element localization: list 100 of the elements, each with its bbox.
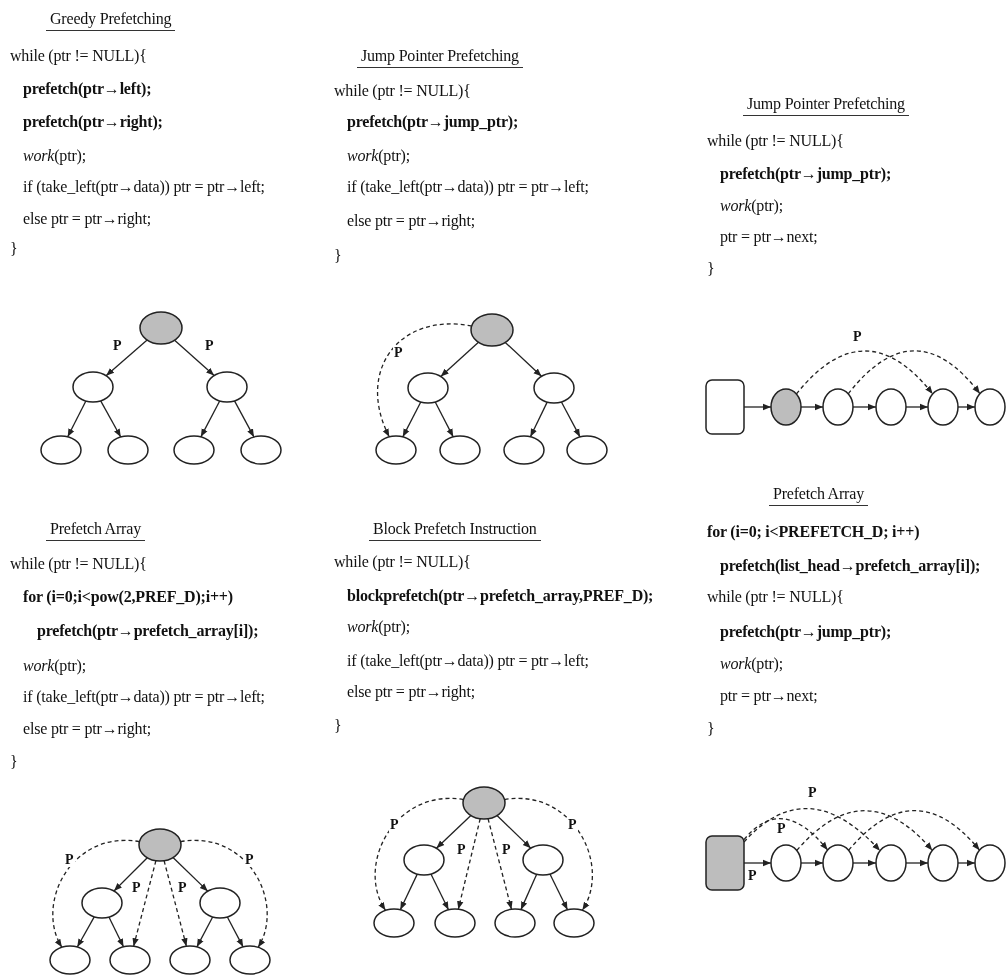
arrow (196, 916, 214, 948)
code-line: while (ptr != NULL){ (707, 131, 844, 151)
arrow (67, 400, 87, 438)
edge-label: P (776, 822, 787, 836)
arrow (520, 873, 538, 911)
list-node (974, 388, 1006, 426)
tree-node (462, 786, 506, 820)
tree-node (109, 945, 151, 975)
code-line: prefetch(ptr→jump_ptr); (347, 112, 519, 132)
tree-node (533, 372, 575, 404)
list-node (875, 388, 907, 426)
tree-node (169, 945, 211, 975)
code-line: if (take_left(ptr→data)) ptr = ptr→left; (23, 687, 265, 707)
code-line: } (334, 716, 342, 736)
tree-node (494, 908, 536, 938)
edge-label: P (807, 786, 818, 800)
tree-node (375, 435, 417, 465)
tree-node (434, 908, 476, 938)
tree-node (81, 887, 123, 919)
tree-node (439, 435, 481, 465)
code-line: work(ptr); (23, 146, 86, 166)
tree-node (40, 435, 82, 465)
code-line: prefetch(ptr→right); (23, 112, 163, 132)
arrow (226, 916, 244, 948)
panel-title: Block Prefetch Instruction (369, 519, 541, 541)
code-line: } (334, 246, 342, 266)
list-head-box (705, 379, 745, 435)
arrow (399, 873, 418, 911)
edge-label: P (567, 818, 578, 832)
code-line: else ptr = ptr→right; (23, 209, 151, 229)
code-line: else ptr = ptr→right; (347, 211, 475, 231)
list-node (822, 388, 854, 426)
arrow (560, 401, 581, 438)
panel-title: Prefetch Array (769, 484, 868, 506)
list-node (927, 388, 959, 426)
code-line: else ptr = ptr→right; (347, 682, 475, 702)
list-node (875, 844, 907, 882)
arrow (108, 916, 125, 948)
code-line: else ptr = ptr→right; (23, 719, 151, 739)
code-line: prefetch(ptr→jump_ptr); (720, 622, 892, 642)
edge-label: P (64, 853, 75, 867)
edge-label: P (389, 818, 400, 832)
arrow (100, 400, 122, 438)
arrow (113, 857, 148, 892)
tree-node (107, 435, 149, 465)
code-line: while (ptr != NULL){ (334, 552, 471, 572)
arrow (200, 400, 221, 438)
edge-label: P (112, 339, 123, 353)
edge-label: P (501, 843, 512, 857)
dashed-arrow (848, 809, 981, 851)
list-node (927, 844, 959, 882)
panel-title: Prefetch Array (46, 519, 145, 541)
code-line: work(ptr); (23, 656, 86, 676)
dashed-arrow (487, 818, 513, 910)
tree-node (138, 828, 182, 862)
tree-node (139, 311, 183, 345)
code-line: while (ptr != NULL){ (10, 46, 147, 66)
code-line: if (take_left(ptr→data)) ptr = ptr→left; (347, 651, 589, 671)
arrow (435, 814, 472, 849)
tree-node (407, 372, 449, 404)
dashed-arrow (163, 860, 188, 947)
arrow (496, 814, 532, 849)
tree-node (72, 371, 114, 403)
panel-title: Jump Pointer Prefetching (357, 46, 523, 68)
tree-node (240, 435, 282, 465)
dashed-arrow (503, 797, 593, 911)
tree-node (470, 313, 514, 347)
code-line: work(ptr); (347, 146, 410, 166)
dashed-arrow (179, 839, 268, 948)
dashed-arrow (457, 818, 481, 910)
edge-label: P (852, 330, 863, 344)
arrow (76, 916, 95, 948)
code-line: ptr = ptr→next; (720, 686, 818, 706)
edge-label: P (131, 881, 142, 895)
arrow (440, 341, 480, 378)
tree-node (173, 435, 215, 465)
arrow (434, 401, 454, 438)
edge-label: P (204, 339, 215, 353)
edge-label: P (747, 869, 758, 883)
arrow (105, 339, 148, 377)
tree-node (229, 945, 271, 975)
arrow (172, 856, 209, 892)
tree-node (403, 844, 445, 876)
dashed-arrow (796, 810, 933, 852)
arrow (529, 401, 548, 438)
dashed-arrow (132, 860, 157, 947)
dashed-arrow (847, 350, 981, 395)
code-line: while (ptr != NULL){ (334, 81, 471, 101)
code-line: blockprefetch(ptr→prefetch_array,PREF_D); (347, 586, 654, 606)
list-node (770, 388, 802, 426)
list-node (974, 844, 1006, 882)
tree-node (553, 908, 595, 938)
arrow (430, 873, 450, 911)
code-line: } (707, 719, 715, 739)
edge-label: P (456, 843, 467, 857)
code-line: work(ptr); (720, 196, 783, 216)
code-line: prefetch(ptr→prefetch_array[i]); (37, 621, 259, 641)
code-line: work(ptr); (720, 654, 783, 674)
dashed-arrow (795, 350, 934, 395)
arrow (233, 400, 255, 438)
